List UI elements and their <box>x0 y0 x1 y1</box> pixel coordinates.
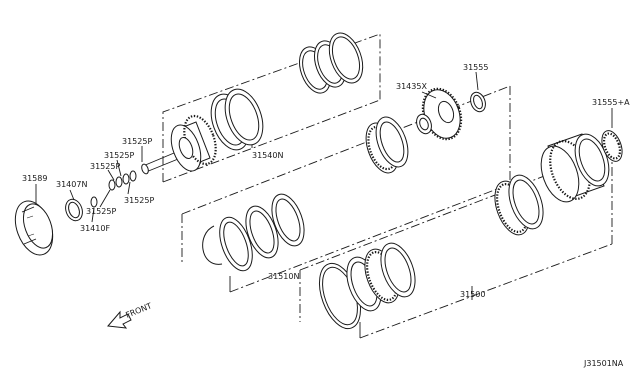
friction-plates-31500 <box>494 174 544 236</box>
label-31525p-5: 31525P <box>86 207 116 216</box>
ring-31555a <box>601 130 623 162</box>
label-31500: 31500 <box>460 290 485 299</box>
ring-31555 <box>470 91 486 113</box>
front-label: FRONT <box>124 301 153 320</box>
clutch-plates-31510n <box>219 193 305 272</box>
label-31407n: 31407N <box>56 180 87 189</box>
input-clutch-drum <box>141 114 217 175</box>
drum-31589 <box>14 200 54 256</box>
part-labels: 31589 31407N 31410F 31525P 31525P 31525P… <box>22 63 630 299</box>
label-31540n: 31540N <box>252 151 283 160</box>
clutch-plates-31500 <box>346 242 416 312</box>
ring-31410f <box>90 196 98 208</box>
label-31525p-2: 31525P <box>104 151 134 160</box>
clutch-plates-31540n <box>210 88 264 151</box>
label-31510n: 31510N <box>268 272 299 281</box>
label-31589: 31589 <box>22 174 47 183</box>
gear-31435x <box>416 87 463 141</box>
label-31525p-top: 31525P <box>122 137 152 146</box>
label-31555a: 31555+A <box>592 98 630 107</box>
label-31525p-4: 31525P <box>124 196 154 205</box>
friction-plates-31510n <box>365 116 409 174</box>
label-31555: 31555 <box>463 63 488 72</box>
clutch-drum-31500 <box>540 133 610 203</box>
snap-ring-top-group <box>298 32 364 94</box>
seal-rings-31525p <box>108 170 137 191</box>
diagram-code: J31501NA <box>583 359 624 368</box>
label-31410f: 31410F <box>80 224 110 233</box>
label-31525p-3: 31525P <box>90 162 120 171</box>
snap-ring-31510n <box>202 225 223 265</box>
front-arrow-icon <box>107 310 132 329</box>
leader-lines <box>35 71 613 223</box>
label-31435x: 31435X <box>396 82 427 91</box>
front-arrow: FRONT <box>107 301 153 329</box>
ring-31407n <box>65 198 83 222</box>
